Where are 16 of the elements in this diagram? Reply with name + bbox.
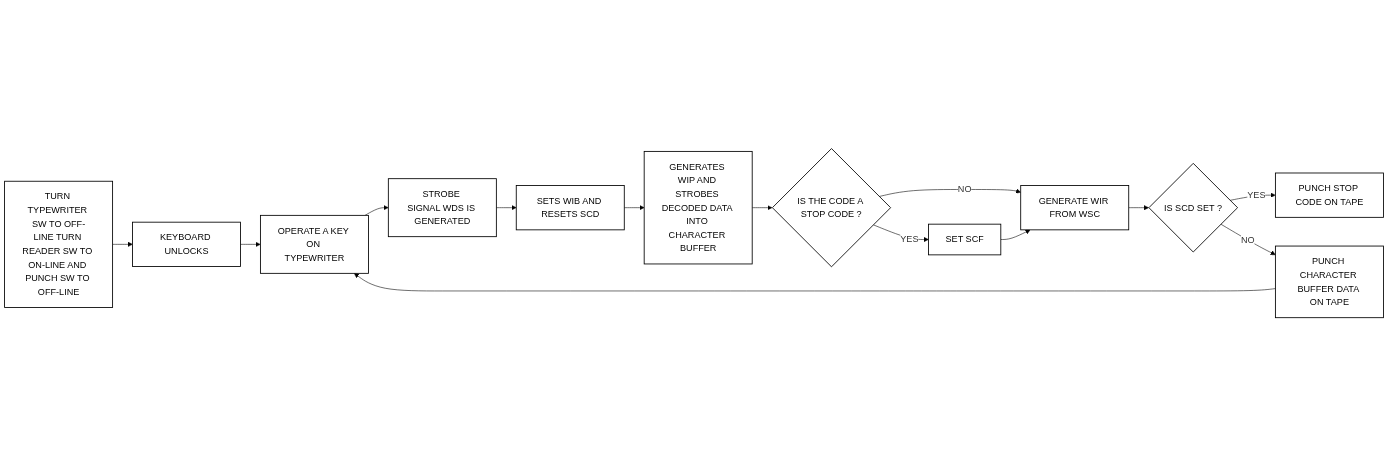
node-box: TURN TYPEWRITER SW TO OFF-LINE TURN READER SW TO ON-LINE AND PUNCH SW TO OFF-LINE: [4, 180, 114, 308]
edge-label: YES: [1247, 189, 1266, 200]
node-box: GENERATES WIP AND STROBES DECODED DATA INTO CHARACTER BUFFER: [643, 150, 753, 265]
node-box: SETS WIB AND RESETS SCD: [515, 184, 625, 231]
edge-label: YES: [900, 234, 919, 244]
node-box: STROBE SIGNAL WDS IS GENERATED: [387, 178, 497, 237]
edge-label: NO: [1240, 234, 1255, 245]
node-box: KEYBOARD UNLOCKS: [132, 221, 241, 267]
node-box: PUNCH STOP CODE ON TAPE: [1274, 172, 1384, 218]
node-box: SET SCF: [928, 223, 1002, 256]
node-diamond: IS THE CODE A STOP CODE ?: [771, 148, 892, 268]
node-box: GENERATE WIR FROM WSC: [1020, 184, 1130, 231]
node-box: OPERATE A KEY ON TYPEWRITER: [260, 214, 369, 274]
edge-label: NO: [957, 184, 972, 194]
node-diamond: IS SCD SET ?: [1148, 162, 1238, 253]
node-box: PUNCH CHARACTER BUFFER DATA ON TAPE: [1274, 245, 1384, 318]
